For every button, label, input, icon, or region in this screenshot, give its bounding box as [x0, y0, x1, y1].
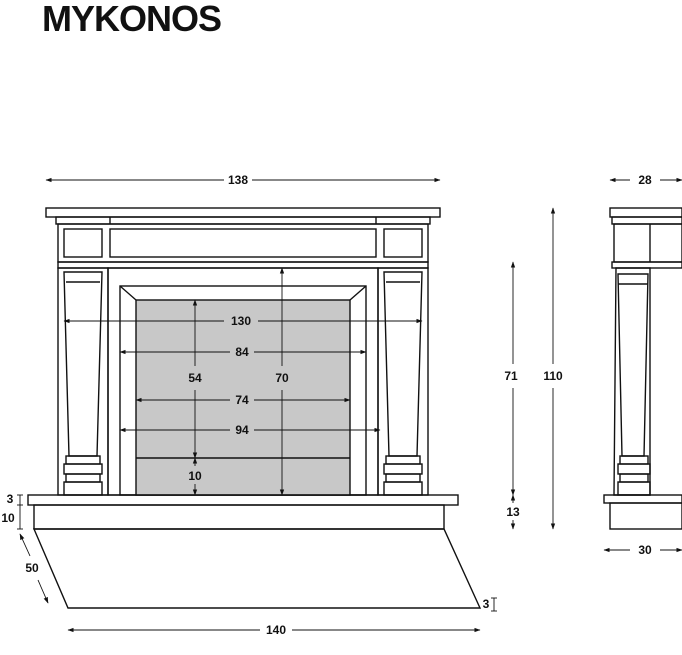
dim-overall-height: 110: [543, 369, 563, 383]
capital-band: [57, 261, 429, 269]
dim-plinth-height: 13: [506, 505, 520, 519]
dim-hearth-thickness-front: 3: [483, 597, 490, 611]
firebox-opening: [135, 299, 351, 496]
dim-firebox-base-height: 10: [188, 469, 202, 483]
dim-side-top-depth: 28: [638, 173, 652, 187]
dim-opening-width: 130: [231, 314, 251, 328]
mantel-moulding: [55, 216, 431, 225]
dim-overall-width: 138: [228, 173, 248, 187]
product-title: MYKONOS: [42, 0, 222, 39]
hearth-top-slab: [27, 494, 459, 506]
dim-firebox-bottom-width: 74: [235, 393, 249, 407]
left-block: [63, 228, 103, 258]
dim-hearth-thickness-top: 3: [7, 492, 14, 506]
frieze-inset: [109, 228, 377, 258]
dim-opening-height: 70: [275, 371, 289, 385]
dim-firebox-top-width: 84: [235, 345, 249, 359]
dim-firebox-height: 54: [188, 371, 202, 385]
right-block: [383, 228, 423, 258]
hearth-floor-slab: [32, 528, 482, 609]
dim-jamb-height: 71: [504, 369, 518, 383]
hearth-step: [33, 504, 445, 530]
dim-inner-surround-width: 94: [235, 423, 249, 437]
dim-hearth-depth: 50: [25, 561, 39, 575]
right-column: [377, 267, 429, 496]
left-column: [57, 267, 109, 496]
mantel-shelf: [45, 207, 441, 218]
dim-hearth-width: 140: [266, 623, 286, 637]
dim-hearth-step-height: 10: [1, 511, 15, 525]
dim-side-base-depth: 30: [638, 543, 652, 557]
side-view: [603, 207, 682, 530]
